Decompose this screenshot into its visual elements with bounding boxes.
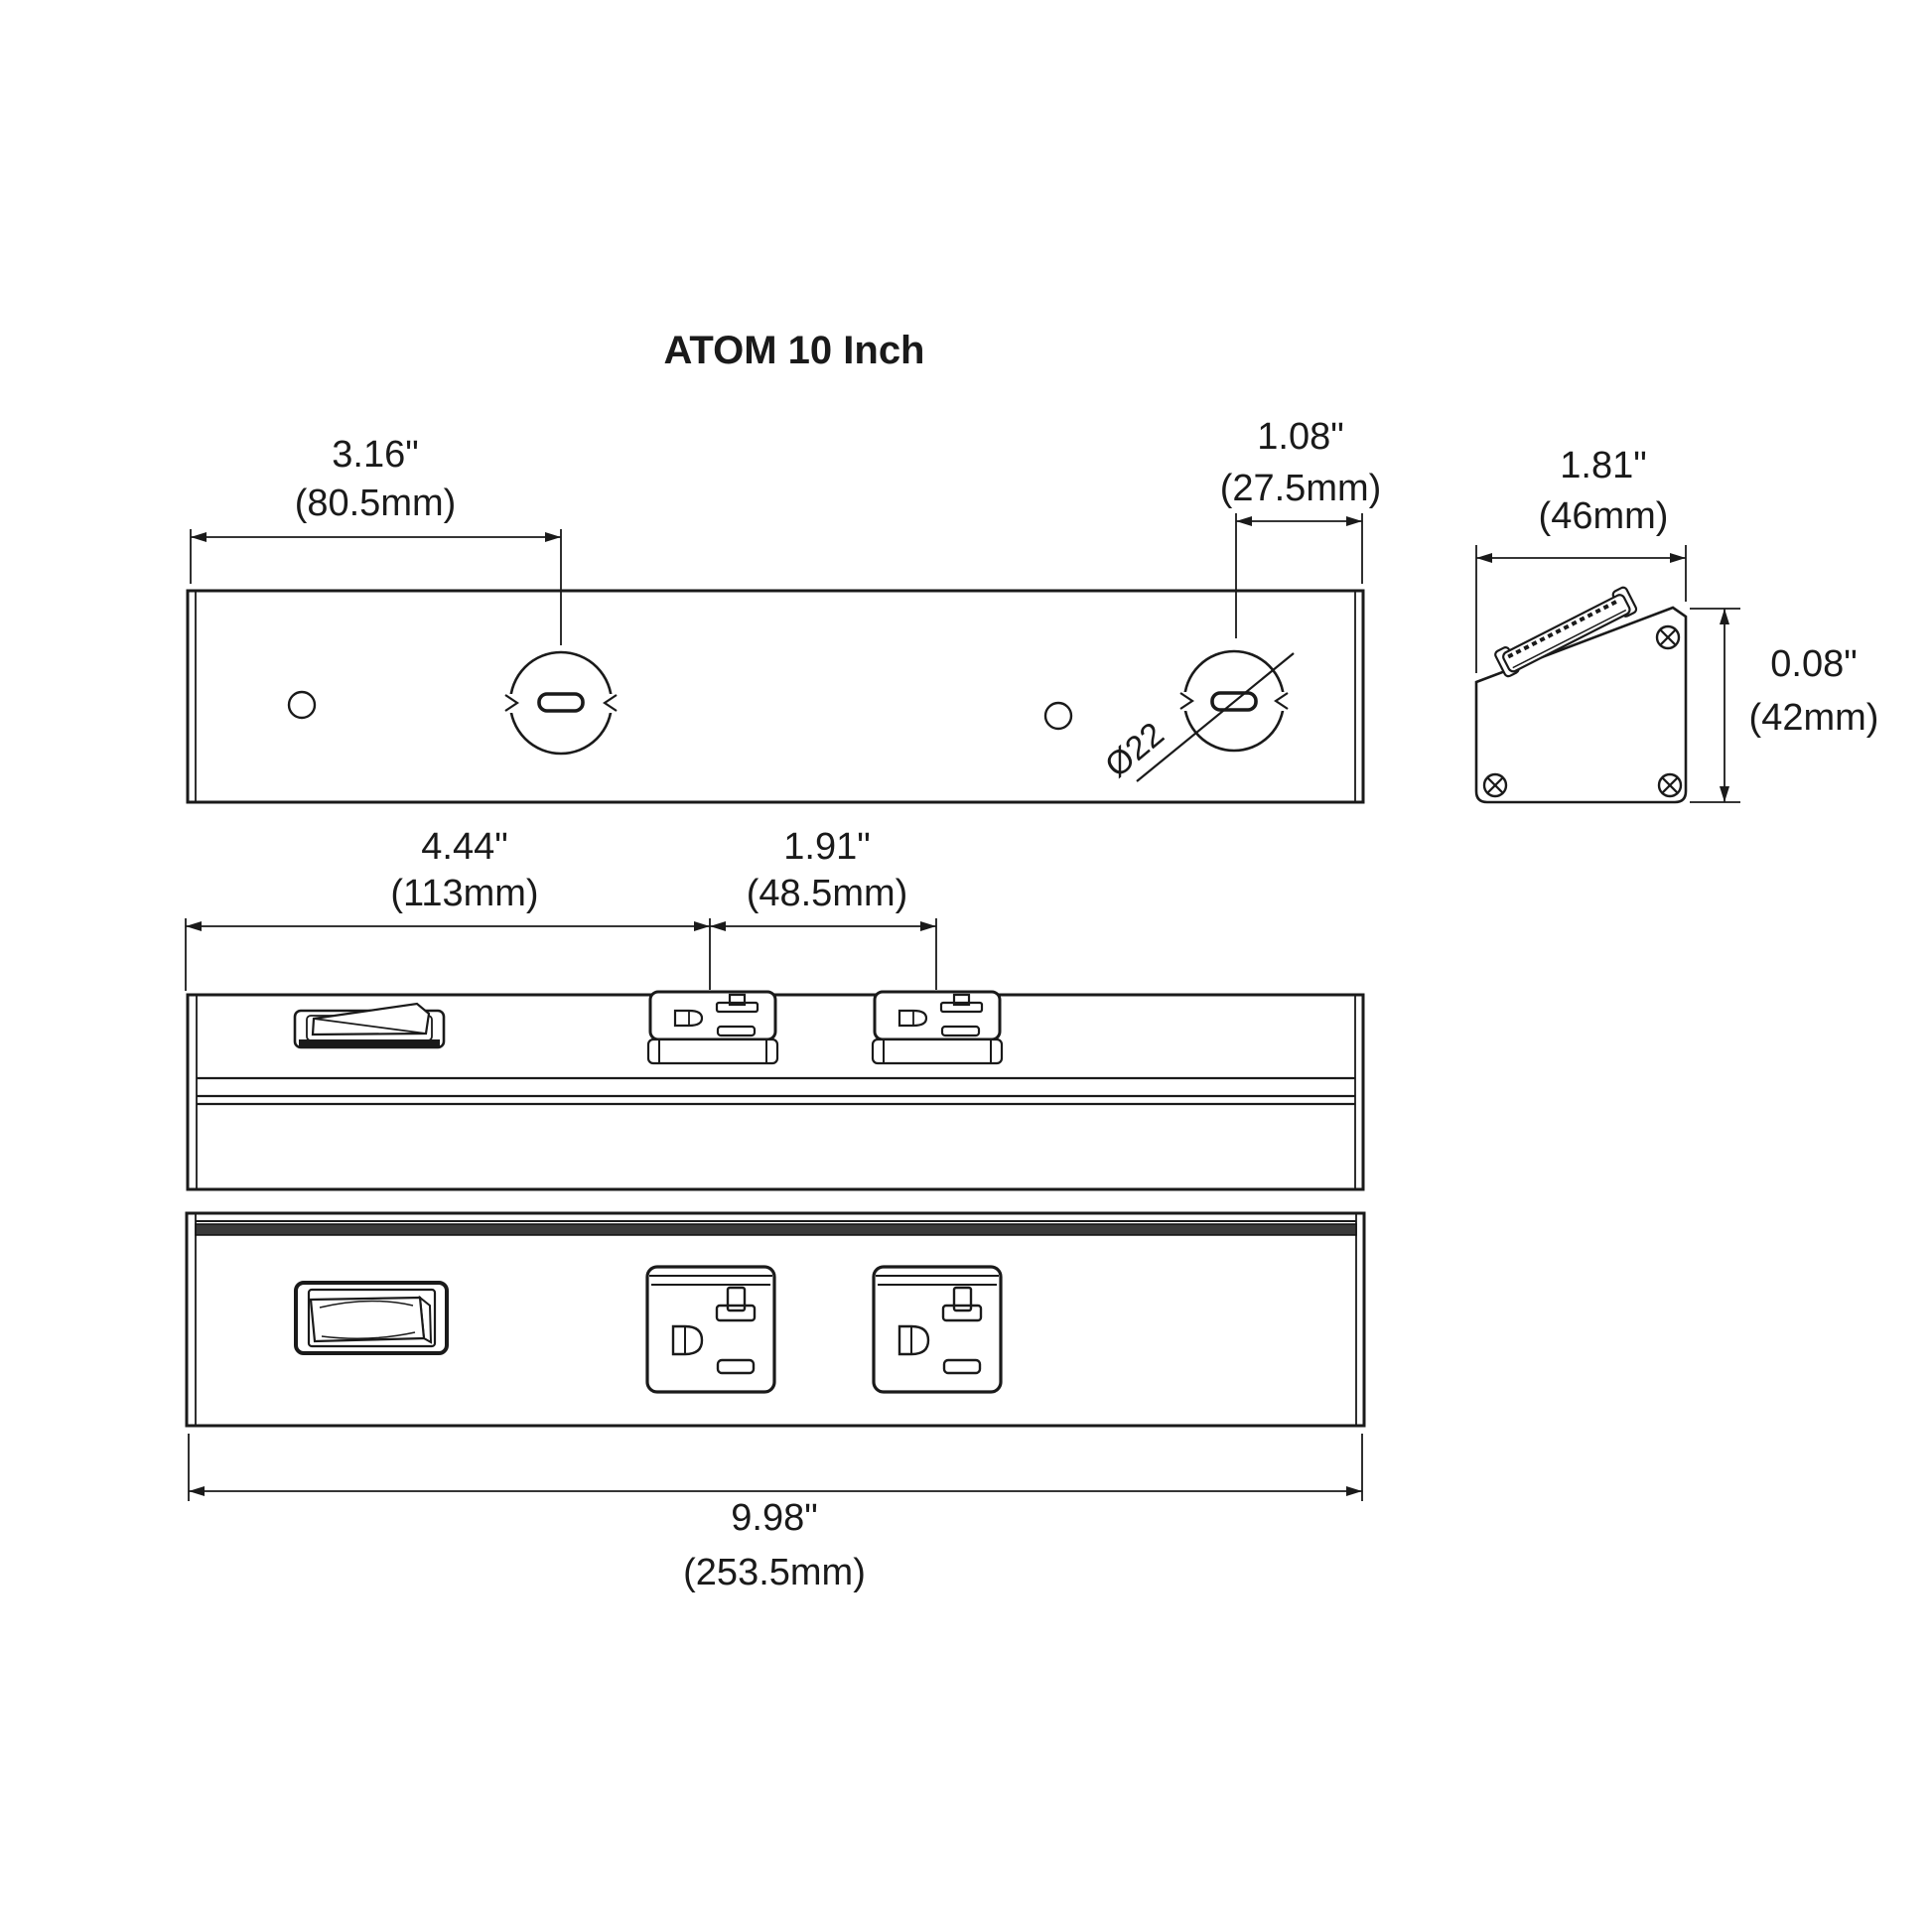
- hot-slot: [940, 1025, 981, 1037]
- arrowhead: [186, 921, 202, 931]
- ground-slot-stem: [952, 1286, 973, 1312]
- ground-slot-stem: [728, 993, 747, 1007]
- outlet-top-1: [646, 990, 779, 1065]
- arrowhead: [1476, 553, 1492, 563]
- arrowhead: [545, 532, 561, 542]
- dim-inches: 1.91": [783, 826, 870, 868]
- arrowhead: [189, 1486, 205, 1496]
- knockout-notch: [603, 694, 618, 712]
- arrowhead: [191, 532, 207, 542]
- ground-slot-stem: [726, 1286, 747, 1312]
- notch-mask: [606, 694, 618, 713]
- switch-frame-shadow: [299, 1039, 440, 1046]
- dim-inches: 1.81": [1560, 445, 1646, 486]
- knockout-notch: [1274, 692, 1289, 710]
- dimension-overall-length: 9.98" (253.5mm): [188, 1434, 1363, 1593]
- dim-metric: (113mm): [390, 873, 538, 914]
- dim-metric: (80.5mm): [295, 483, 457, 524]
- dim-metric: (46mm): [1539, 495, 1669, 537]
- arrowhead: [1720, 786, 1729, 802]
- dimension-side-height: 0.08" (42mm): [1690, 608, 1879, 803]
- dim-inches: 1.08": [1257, 416, 1343, 458]
- screw-bottom-left: [1482, 772, 1508, 798]
- dim-inches: 4.44": [421, 826, 507, 868]
- arrowhead: [1346, 516, 1362, 526]
- dimension-right-knockout: 1.08" (27.5mm): [1220, 416, 1382, 638]
- dim-inches: 0.08": [1770, 643, 1857, 685]
- hot-slot: [716, 1358, 756, 1375]
- dim-metric: (42mm): [1749, 697, 1879, 739]
- outlet-front-2: [872, 1265, 1003, 1394]
- arrowhead: [1720, 609, 1729, 624]
- paddle-shadow: [321, 1331, 416, 1339]
- mounting-hole-right: [1043, 701, 1073, 731]
- rocker-switch-top: [293, 1002, 446, 1049]
- screw-cross: [1659, 628, 1677, 646]
- dim-inches: 3.16": [332, 434, 418, 476]
- neutral-slot: [673, 1009, 704, 1028]
- outlet-front-1: [645, 1265, 776, 1394]
- ground-slot-stem: [952, 993, 971, 1007]
- outlet-base: [871, 1037, 1004, 1065]
- switch-paddle: [309, 1296, 426, 1343]
- ground-slot-bar: [715, 1304, 757, 1322]
- arrowhead: [1670, 553, 1686, 563]
- knockout-left: [502, 650, 618, 756]
- dimension-left-knockout: 3.16" (80.5mm): [190, 434, 562, 645]
- diameter-leader-line: [1136, 652, 1295, 782]
- knockout-left-slot: [537, 692, 585, 713]
- neutral-slot: [671, 1324, 704, 1356]
- front-angled-view: 4.44" (113mm) 1.91" (48.5mm): [185, 826, 1365, 1191]
- led-rail: [1494, 586, 1638, 678]
- screw-head: [1657, 772, 1683, 798]
- dimension-outlet-spacing: 1.91" (48.5mm): [710, 826, 937, 990]
- arrowhead: [920, 921, 936, 931]
- ground-slot-bar: [715, 1001, 759, 1014]
- front-straight-view: 9.98" (253.5mm): [185, 1211, 1366, 1593]
- dim-inches: 9.98": [731, 1497, 817, 1539]
- screw-head: [1482, 772, 1508, 798]
- screw-top-right: [1655, 624, 1681, 650]
- neutral-slot: [897, 1009, 928, 1028]
- arrowhead: [694, 921, 710, 931]
- rail-body: [1502, 594, 1631, 673]
- dimension-edge-to-outlet: 4.44" (113mm): [185, 826, 711, 991]
- top-view-body: [186, 589, 1365, 804]
- mounting-hole-left: [287, 690, 317, 720]
- arrowhead: [1236, 516, 1252, 526]
- outlet-base: [646, 1037, 779, 1065]
- arrowhead: [710, 921, 726, 931]
- switch-paddle-edge: [313, 1018, 427, 1035]
- dim-metric: (27.5mm): [1220, 468, 1382, 509]
- drawing-title: ATOM 10 Inch: [663, 329, 924, 372]
- dim-metric: (48.5mm): [747, 873, 908, 914]
- hot-slot: [716, 1025, 757, 1037]
- ground-slot-bar: [939, 1001, 984, 1014]
- screw-head: [1655, 624, 1681, 650]
- rail-inner-line: [1512, 609, 1627, 669]
- screw-bottom-right: [1657, 772, 1683, 798]
- screw-cross: [1661, 776, 1679, 794]
- rocker-switch-front: [294, 1281, 449, 1355]
- neutral-slot: [897, 1324, 930, 1356]
- top-view: Ø22 3.16" (80.5mm) 1.08" (27.5mm): [186, 416, 1382, 804]
- outlet-face: [873, 990, 1002, 1041]
- knockout-notch: [504, 694, 519, 712]
- dimension-side-depth: 1.81" (46mm): [1475, 445, 1687, 673]
- arrowhead: [1346, 1486, 1362, 1496]
- knockout-notch: [1179, 692, 1194, 710]
- dim-metric: (253.5mm): [683, 1552, 866, 1593]
- side-view: 1.81" (46mm) 0.08" (42mm): [1474, 445, 1879, 804]
- paddle-highlight: [319, 1300, 414, 1309]
- hot-slot: [942, 1358, 982, 1375]
- lens-band: [195, 1223, 1357, 1236]
- outlet-face: [648, 990, 777, 1041]
- switch-paddle: [311, 1002, 431, 1036]
- switch-well: [307, 1288, 437, 1348]
- ground-slot-bar: [941, 1304, 983, 1322]
- outlet-top-2: [871, 990, 1004, 1065]
- side-profile: [1474, 606, 1688, 804]
- screw-cross: [1486, 776, 1504, 794]
